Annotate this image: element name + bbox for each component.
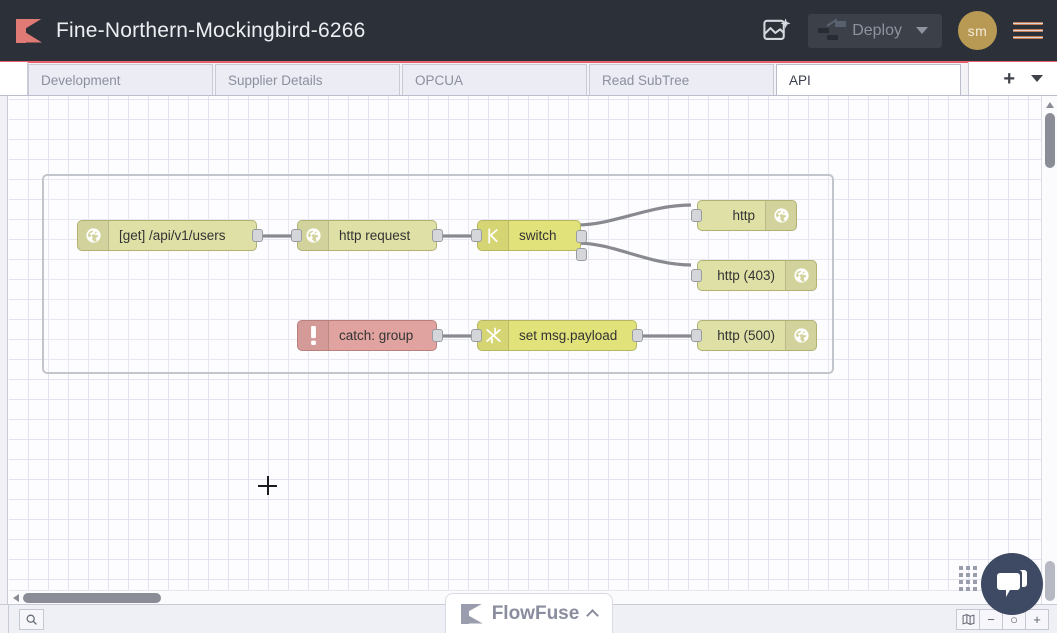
crosshair-cursor [258,476,277,495]
header-actions: Deploy sm [756,11,1057,51]
node-catch-group[interactable]: catch: group [297,320,437,351]
chat-drag-handle[interactable] [959,566,973,600]
palette-collapsed-rail[interactable] [0,96,8,604]
node-output-port[interactable] [432,229,443,242]
flowfuse-footer-widget[interactable]: FlowFuse [445,593,613,633]
flow-tab-bar: Development Supplier Details OPCUA Read … [0,63,1057,96]
deploy-nodes-icon [818,20,848,42]
deploy-button-label: Deploy [852,22,916,40]
chevron-up-icon[interactable] [586,609,599,622]
zoom-in-icon[interactable]: + [1025,609,1049,630]
tab-development[interactable]: Development [28,64,213,95]
node-http-response-403[interactable]: http (403) [697,260,817,291]
alert-icon [298,321,329,350]
globe-icon [785,321,816,350]
flowfuse-footer-label: FlowFuse [492,603,580,625]
node-output-port[interactable] [252,229,263,242]
scrollbar-vertical-thumb[interactable] [1045,113,1055,168]
brand: Fine-Northern-Mockingbird-6266 [0,19,365,43]
tab-opcua[interactable]: OPCUA [402,64,587,95]
ai-assistant-sparkle-icon[interactable] [756,11,796,51]
node-output-port-2[interactable] [576,248,587,261]
scroll-left-icon[interactable] [13,594,19,602]
globe-icon [765,201,796,230]
flowfuse-logo-icon [16,19,42,43]
page-title: Fine-Northern-Mockingbird-6266 [56,19,365,43]
node-http-request[interactable]: http request [297,220,437,251]
node-input-port[interactable] [691,269,702,282]
node-label: set msg.payload [509,328,627,343]
node-http-response-500[interactable]: http (500) [697,320,817,351]
flow-workspace: [get] /api/v1/users http request [0,96,1057,604]
node-output-port[interactable] [632,329,643,342]
node-label: catch: group [329,328,423,343]
node-input-port[interactable] [691,209,702,222]
flowfuse-logo-icon [461,604,483,624]
deploy-button[interactable]: Deploy [808,14,942,48]
node-label: http [722,208,765,223]
search-icon[interactable] [19,609,44,630]
node-output-port[interactable] [432,329,443,342]
globe-icon [785,261,816,290]
tab-read-subtree[interactable]: Read SubTree [589,64,774,95]
globe-icon [298,221,329,250]
tab-supplier-details[interactable]: Supplier Details [215,64,400,95]
chat-bubble-icon[interactable] [981,553,1043,615]
node-output-port-1[interactable] [576,230,587,243]
switch-icon [478,221,509,250]
scrollbar-horizontal-thumb[interactable] [23,593,161,603]
flow-canvas[interactable]: [get] /api/v1/users http request [9,96,1041,590]
navigator-map-icon[interactable] [956,609,980,630]
tab-bar-left-edge [0,62,28,95]
node-switch[interactable]: switch [477,220,581,251]
node-label: switch [509,228,567,243]
tab-api[interactable]: API [776,64,961,95]
status-bar-left-edge [0,605,9,633]
add-flow-icon[interactable]: + [991,69,1027,89]
app-header: Fine-Northern-Mockingbird-6266 Deploy sm [0,0,1057,63]
change-icon [478,321,509,350]
globe-icon [78,221,109,250]
node-http-response-200[interactable]: http [697,200,797,231]
node-input-port[interactable] [291,229,302,242]
avatar[interactable]: sm [958,11,997,50]
node-label: http (500) [707,328,785,343]
chevron-down-icon[interactable] [916,27,928,34]
node-input-port[interactable] [691,329,702,342]
chevron-down-icon[interactable] [1031,75,1043,82]
node-label: http (403) [707,268,785,283]
hamburger-menu-icon[interactable] [1013,18,1043,43]
node-http-in[interactable]: [get] /api/v1/users [77,220,257,251]
node-set-msg-payload[interactable]: set msg.payload [477,320,637,351]
node-label: http request [329,228,420,243]
scrollbar-vertical-thumb-secondary[interactable] [1045,561,1055,601]
tab-bar-actions: + [968,62,1057,95]
node-input-port[interactable] [471,229,482,242]
scrollbar-vertical[interactable] [1041,96,1057,604]
node-label: [get] /api/v1/users [109,228,236,243]
scroll-up-icon[interactable] [1046,102,1054,108]
node-input-port[interactable] [471,329,482,342]
